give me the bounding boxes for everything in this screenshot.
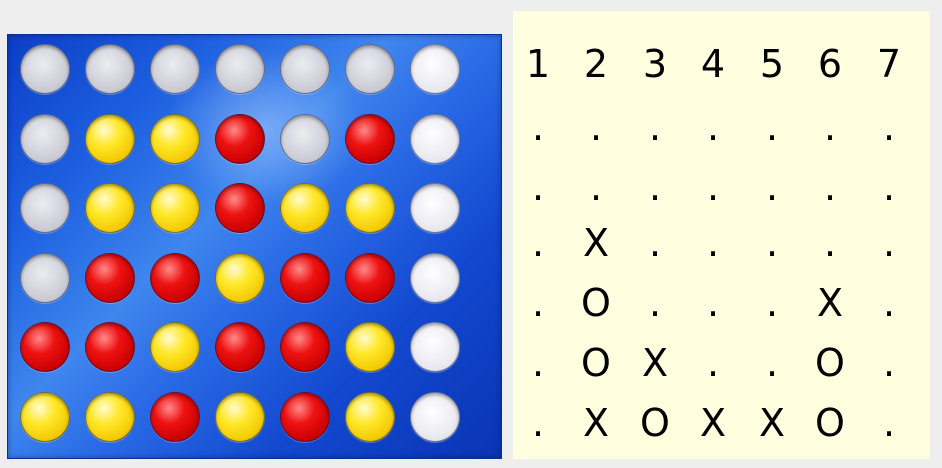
disc-r1-c4-empty[interactable]	[215, 44, 265, 94]
text-cell-r6-c2: X	[582, 401, 610, 445]
disc-r5-c1-red[interactable]	[20, 322, 70, 372]
disc-r3-c4-red[interactable]	[215, 183, 265, 233]
text-cell-r1-c7: .	[882, 105, 896, 149]
text-cell-r4-c4: .	[706, 281, 720, 325]
text-cell-r1-c1: .	[531, 105, 545, 149]
text-cell-r3-c7: .	[882, 221, 896, 265]
text-cell-r3-c3: .	[648, 221, 662, 265]
disc-r3-c2-yellow[interactable]	[85, 183, 135, 233]
text-cell-r4-c3: .	[648, 281, 662, 325]
column-number-7: 7	[876, 42, 902, 86]
text-cell-r3-c5: .	[765, 221, 779, 265]
text-cell-r2-c1: .	[531, 165, 545, 209]
text-cell-r1-c4: .	[706, 105, 720, 149]
disc-r2-c6-red[interactable]	[345, 114, 395, 164]
text-cell-r1-c3: .	[648, 105, 662, 149]
disc-r5-c4-red[interactable]	[215, 322, 265, 372]
disc-r6-c5-red[interactable]	[280, 392, 330, 442]
text-cell-r5-c2: O	[581, 341, 611, 385]
disc-r2-c1-empty[interactable]	[20, 114, 70, 164]
text-cell-r2-c5: .	[765, 165, 779, 209]
text-cell-r6-c4: X	[699, 401, 727, 445]
disc-r5-c2-red[interactable]	[85, 322, 135, 372]
column-number-4: 4	[700, 42, 726, 86]
text-cell-r2-c3: .	[648, 165, 662, 209]
disc-r2-c7-empty[interactable]	[410, 114, 460, 164]
text-cell-r5-c3: X	[641, 341, 669, 385]
text-cell-r6-c1: .	[531, 401, 545, 445]
disc-r6-c4-yellow[interactable]	[215, 392, 265, 442]
text-cell-r4-c6: X	[816, 281, 844, 325]
column-number-6: 6	[817, 42, 843, 86]
disc-r3-c7-empty[interactable]	[410, 183, 460, 233]
text-cell-r2-c7: .	[882, 165, 896, 209]
text-cell-r3-c1: .	[531, 221, 545, 265]
text-cell-r1-c5: .	[765, 105, 779, 149]
disc-r1-c6-empty[interactable]	[345, 44, 395, 94]
column-number-2: 2	[583, 42, 609, 86]
disc-r6-c2-yellow[interactable]	[85, 392, 135, 442]
disc-r1-c2-empty[interactable]	[85, 44, 135, 94]
disc-r5-c6-yellow[interactable]	[345, 322, 395, 372]
text-cell-r2-c2: .	[589, 165, 603, 209]
disc-r4-c1-empty[interactable]	[20, 253, 70, 303]
connect-four-board	[7, 34, 502, 459]
text-cell-r5-c7: .	[882, 341, 896, 385]
text-cell-r6-c6: O	[815, 401, 845, 445]
disc-r1-c5-empty[interactable]	[280, 44, 330, 94]
disc-r1-c7-empty[interactable]	[410, 44, 460, 94]
text-cell-r4-c7: .	[882, 281, 896, 325]
disc-r4-c5-red[interactable]	[280, 253, 330, 303]
disc-r6-c1-yellow[interactable]	[20, 392, 70, 442]
text-cell-r2-c6: .	[823, 165, 837, 209]
disc-r2-c4-red[interactable]	[215, 114, 265, 164]
text-cell-r5-c1: .	[531, 341, 545, 385]
text-cell-r6-c5: X	[758, 401, 786, 445]
disc-r2-c3-yellow[interactable]	[150, 114, 200, 164]
column-number-3: 3	[642, 42, 668, 86]
disc-r4-c2-red[interactable]	[85, 253, 135, 303]
disc-r2-c5-empty[interactable]	[280, 114, 330, 164]
disc-r4-c7-empty[interactable]	[410, 253, 460, 303]
disc-r1-c3-empty[interactable]	[150, 44, 200, 94]
text-cell-r1-c6: .	[823, 105, 837, 149]
disc-r3-c5-yellow[interactable]	[280, 183, 330, 233]
text-cell-r5-c6: O	[815, 341, 845, 385]
column-number-5: 5	[759, 42, 785, 86]
text-cell-r3-c4: .	[706, 221, 720, 265]
text-cell-r2-c4: .	[706, 165, 720, 209]
text-cell-r1-c2: .	[589, 105, 603, 149]
text-cell-r3-c6: .	[823, 221, 837, 265]
disc-r5-c7-empty[interactable]	[410, 322, 460, 372]
disc-r4-c6-red[interactable]	[345, 253, 395, 303]
text-cell-r5-c4: .	[706, 341, 720, 385]
disc-r3-c3-yellow[interactable]	[150, 183, 200, 233]
text-cell-r4-c5: .	[765, 281, 779, 325]
disc-r6-c3-red[interactable]	[150, 392, 200, 442]
text-cell-r4-c1: .	[531, 281, 545, 325]
disc-r1-c1-empty[interactable]	[20, 44, 70, 94]
disc-r5-c3-yellow[interactable]	[150, 322, 200, 372]
column-number-1: 1	[525, 42, 551, 86]
disc-r6-c7-empty[interactable]	[410, 392, 460, 442]
disc-r4-c4-yellow[interactable]	[215, 253, 265, 303]
disc-r3-c1-empty[interactable]	[20, 183, 70, 233]
disc-r4-c3-red[interactable]	[150, 253, 200, 303]
text-cell-r4-c2: O	[581, 281, 611, 325]
text-cell-r6-c7: .	[882, 401, 896, 445]
disc-r6-c6-yellow[interactable]	[345, 392, 395, 442]
text-cell-r6-c3: O	[640, 401, 670, 445]
disc-r5-c5-red[interactable]	[280, 322, 330, 372]
text-cell-r3-c2: X	[582, 221, 610, 265]
text-cell-r5-c5: .	[765, 341, 779, 385]
disc-r2-c2-yellow[interactable]	[85, 114, 135, 164]
disc-r3-c6-yellow[interactable]	[345, 183, 395, 233]
